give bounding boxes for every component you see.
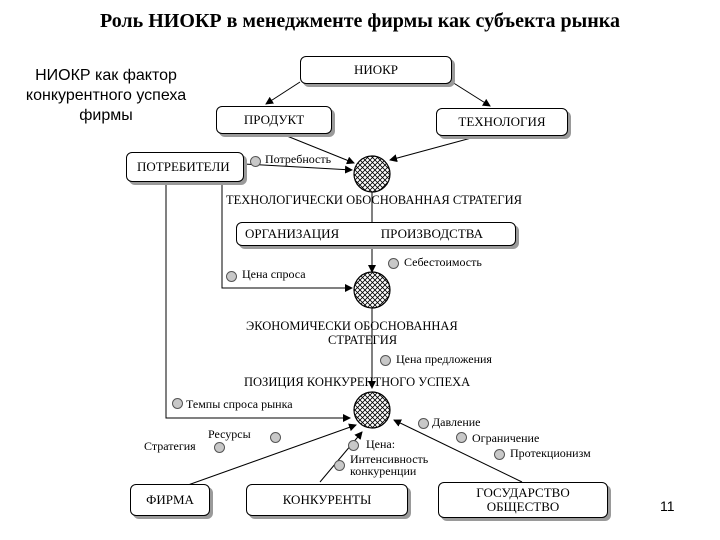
connector-consumers-node3 (165, 182, 351, 422)
label-need: Потребность (265, 152, 332, 166)
label-econ-strategy-line2: СТРАТЕГИЯ (328, 333, 398, 347)
strategy-marker (214, 442, 225, 453)
label-protectionism: Протекционизм (510, 446, 591, 460)
label-cost: Себестоимость (404, 255, 482, 269)
box-competitors: КОНКУРЕНТЫ (246, 484, 408, 516)
label-resources: Ресурсы (208, 427, 251, 441)
box-state-society: ГОСУДАРСТВО ОБЩЕСТВО (438, 482, 608, 518)
connector-state-node3 (393, 419, 523, 483)
protectionism-marker (494, 449, 505, 460)
connector-product-node1 (281, 133, 355, 165)
pressure-marker (418, 418, 429, 429)
box-product: ПРОДУКТ (216, 106, 332, 134)
price-marker (348, 440, 359, 451)
supply-price-marker (380, 355, 391, 366)
label-demand-price: Цена спроса (242, 267, 306, 281)
label-econ-strategy-line1: ЭКОНОМИЧЕСКИ ОБОСНОВАННАЯ (246, 319, 458, 333)
connector-technology-node1 (389, 133, 487, 163)
slide-subtitle: НИОКР как фактор конкурентного успеха фи… (25, 67, 187, 124)
box-consumers: ПОТРЕБИТЕЛИ (126, 152, 244, 182)
label-position: ПОЗИЦИЯ КОНКУРЕНТНОГО УСПЕХА (244, 375, 471, 389)
intensity-marker (334, 460, 345, 471)
box-niokr: НИОКР (300, 56, 452, 84)
connector-niokr-technology (451, 81, 491, 107)
label-pressure: Давление (432, 415, 481, 429)
restriction-marker (456, 432, 467, 443)
label-restriction: Ограничение (472, 431, 540, 445)
label-strategy: Стратегия (144, 439, 196, 453)
connector-consumers-node1 (243, 163, 353, 174)
demand-growth-marker (172, 398, 183, 409)
box-technology: ТЕХНОЛОГИЯ (436, 108, 568, 136)
junction-node-1 (353, 155, 391, 193)
label-demand-growth: Темпы спроса рынка (186, 397, 293, 411)
demand-price-marker (226, 271, 237, 282)
junction-node-2 (353, 271, 391, 309)
label-intensity-line2: конкуренции (350, 464, 417, 478)
connector-consumers-node2 (221, 182, 353, 292)
connector-firm-node3 (187, 423, 357, 486)
need-marker (250, 156, 261, 167)
label-intensity-line1: Интенсивность (350, 452, 429, 466)
cost-marker (388, 258, 399, 269)
box-organization: ОРГАНИЗАЦИЯ ПРОИЗВОДСТВА (236, 222, 516, 246)
label-price: Цена: (366, 437, 396, 451)
box-organization-label: ОРГАНИЗАЦИЯ (245, 226, 340, 241)
junction-node-3 (353, 391, 391, 429)
resources-marker (270, 432, 281, 443)
box-production-label: ПРОИЗВОДСТВА (380, 226, 483, 241)
slide-title: Роль НИОКР в менеджменте фирмы как субъе… (99, 10, 621, 32)
label-supply-price: Цена предложения (396, 352, 492, 366)
connector-niokr-product (265, 81, 301, 105)
page-number: 11 (660, 498, 675, 514)
label-tech-strategy: ТЕХНОЛОГИЧЕСКИ ОБОСНОВАННАЯ СТРАТЕГИЯ (226, 193, 523, 207)
box-firm: ФИРМА (130, 484, 210, 516)
